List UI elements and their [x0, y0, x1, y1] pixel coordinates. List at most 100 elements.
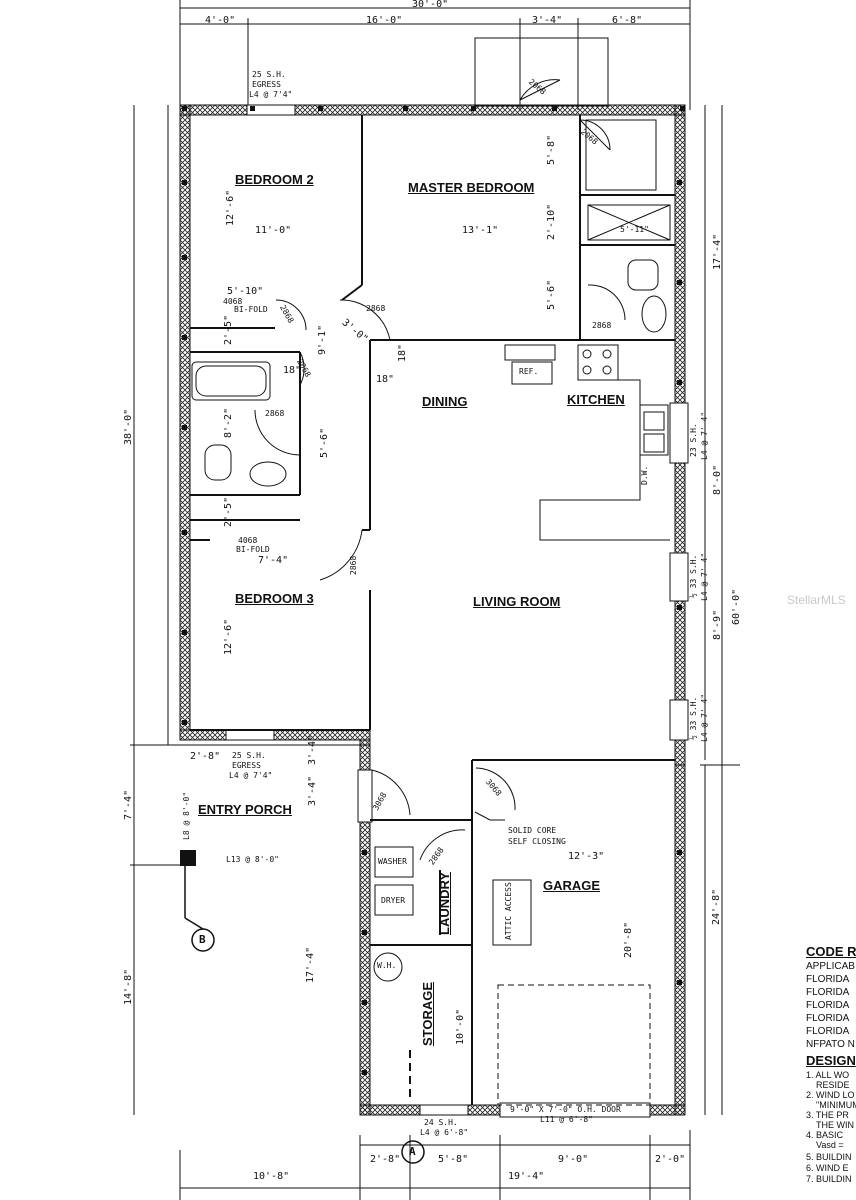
window-label: 25 S.H. [232, 751, 266, 760]
label-solid-core: SOLID CORE [508, 826, 557, 835]
room-entry-porch: ENTRY PORCH [198, 802, 292, 817]
window-label: 23 S.H. [689, 423, 698, 457]
dim-label: 2'-8" [370, 1154, 401, 1165]
hall-sink [249, 461, 287, 487]
dim-label: 8'-0" [712, 464, 723, 495]
design-line: 5. BUILDIN [806, 1152, 852, 1162]
window-label: EGRESS [232, 761, 261, 770]
design-line: THE WIN [816, 1120, 854, 1130]
wall-left-upper [179, 104, 191, 731]
door-label: 2868 [349, 555, 358, 575]
dim-label: 18" [283, 365, 302, 376]
dim-left-total: 38'-0" [123, 408, 134, 445]
window-label: L4 @ 7'-4" [700, 552, 709, 601]
dim-label: 11'-0" [255, 225, 292, 236]
dim-label: 2'-8" [190, 751, 221, 762]
dim-label: 9'-1" [317, 324, 328, 355]
window-label: L4 @ 7'4" [229, 771, 273, 780]
window-label: L4 @ 7'-4" [700, 411, 709, 460]
lintel-label: L13 @ 8'-0" [226, 855, 279, 864]
section-marker-a [401, 1140, 425, 1164]
window-label: 24 S.H. [424, 1118, 458, 1127]
dim-label: 20'-8" [623, 921, 634, 958]
dim-label: 5'-8" [438, 1154, 469, 1165]
toilet-master [627, 259, 659, 291]
design-line: RESIDE [816, 1080, 850, 1090]
dim-label: 17'-4" [305, 946, 316, 983]
label-self-closing: SELF CLOSING [508, 837, 566, 846]
dim-label: 16'-0" [366, 15, 403, 26]
label-dryer: DRYER [381, 896, 406, 905]
window-label: EGRESS [252, 80, 281, 89]
door-label: 2868 [366, 304, 386, 313]
dim-label: 2'-5" [223, 496, 234, 527]
wall-right-lower [674, 764, 686, 1116]
garage-car-outline [497, 984, 651, 1106]
dim-label: 60'-0" [731, 588, 742, 625]
dim-label: 10'-0" [455, 1008, 466, 1045]
design-line: 6. WIND E [806, 1163, 849, 1173]
dim-label: 7'-4" [258, 555, 289, 566]
dim-label: 2'-10" [546, 203, 557, 240]
dim-label: 12'-6" [225, 189, 236, 226]
bifold-label: BI-FOLD [236, 545, 270, 554]
code-line: FLORIDA [806, 974, 850, 985]
dim-label: 14'-8" [123, 968, 134, 1005]
code-heading: CODE R [806, 944, 856, 959]
code-line: FLORIDA [806, 1026, 850, 1037]
dim-label: 3'-4" [307, 734, 318, 765]
dim-label: 5'-6" [319, 427, 330, 458]
bifold-label: 4068 [238, 536, 258, 545]
ref-rect [504, 344, 556, 361]
room-storage: STORAGE [420, 981, 435, 1046]
window-label: ½ 33 S.H. [689, 554, 698, 598]
design-line: Vasd = [816, 1140, 844, 1150]
label-washer: WASHER [378, 857, 407, 866]
design-heading: DESIGN [806, 1053, 856, 1068]
design-line: 4. BASIC [806, 1130, 844, 1140]
code-line: FLORIDA [806, 1000, 850, 1011]
design-line: "MINIMUM [816, 1100, 856, 1110]
water-heater [373, 952, 403, 982]
bifold-label: BI-FOLD [234, 305, 268, 314]
door-label: 2868 [592, 321, 612, 330]
dim-label: 6'-8" [612, 15, 643, 26]
design-line: 2. WIND LO [806, 1090, 855, 1100]
dim-label: 12'-3" [568, 851, 605, 862]
dim-label: 2'-0" [655, 1154, 686, 1165]
dim-label: 8'-9" [712, 609, 723, 640]
label-dw: D.W. [640, 465, 649, 485]
dim-label: 10'-8" [253, 1171, 290, 1182]
dim-label: 17'-4" [712, 233, 723, 270]
design-line: 3. THE PR [806, 1110, 849, 1120]
dim-label: 5'-10" [227, 286, 264, 297]
dim-label: 2'-5" [223, 314, 234, 345]
dim-label: 24'-8" [711, 888, 722, 925]
label-water-heater: W.H. [377, 961, 397, 970]
window-label: ½ 33 S.H. [689, 696, 698, 740]
bifold-label: 4068 [223, 297, 243, 306]
master-sink [641, 295, 667, 333]
code-line: APPLICAB [806, 961, 855, 972]
room-kitchen: KITCHEN [567, 392, 625, 407]
dim-label: 12'-6" [223, 618, 234, 655]
label-ref: REF. [519, 367, 539, 376]
code-line: FLORIDA [806, 987, 850, 998]
dim-label: 18" [376, 374, 395, 385]
room-dining: DINING [422, 394, 468, 409]
window-label: L4 @ 7'4" [249, 90, 293, 99]
dim-label: 9'-0" [558, 1154, 589, 1165]
code-line: NFPATO N [806, 1039, 855, 1050]
attic-access [492, 879, 532, 946]
shower [587, 204, 671, 241]
room-bedroom-2: BEDROOM 2 [235, 172, 314, 187]
watermark: StellarMLS [787, 593, 846, 607]
label-attic-access: ATTIC ACCESS [504, 882, 513, 940]
master-closet [585, 119, 657, 191]
marker-b-label: B [199, 933, 206, 946]
range [577, 344, 619, 381]
dim-label: 5'-6" [546, 279, 557, 310]
bathtub [191, 361, 271, 401]
room-master-bedroom: MASTER BEDROOM [408, 180, 535, 195]
